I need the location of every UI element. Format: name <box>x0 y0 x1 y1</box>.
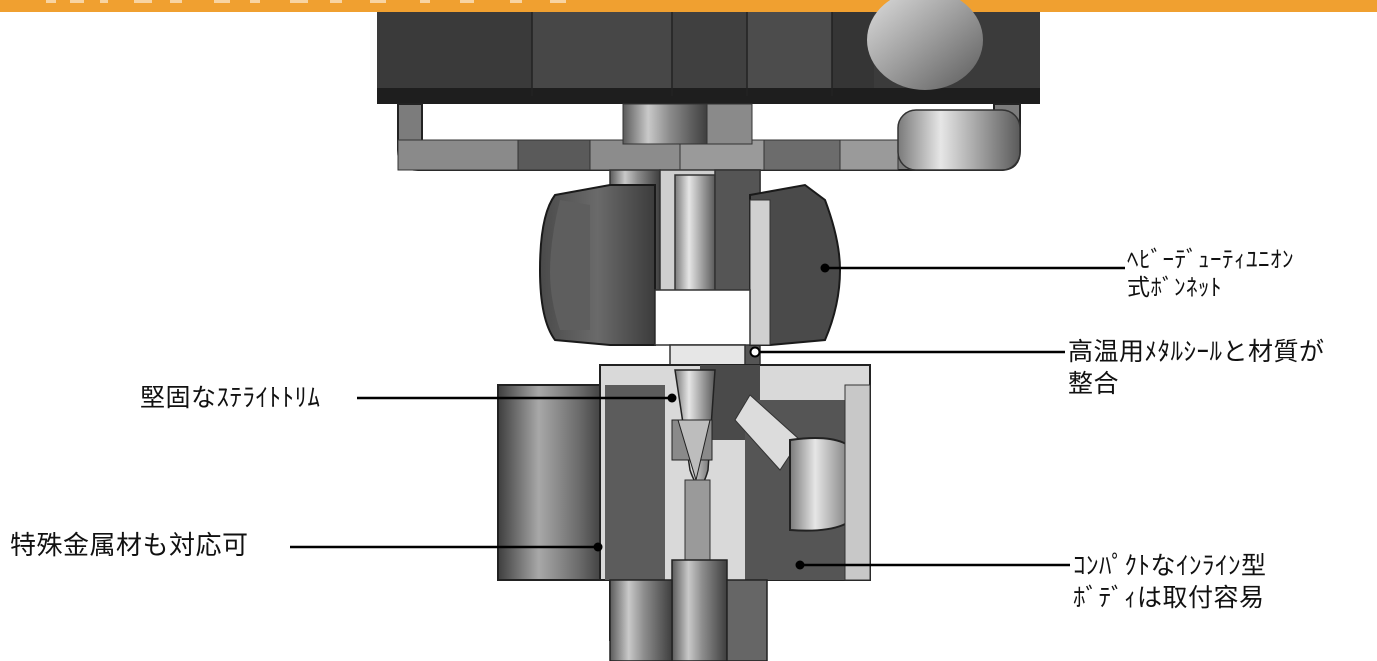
callout-bonnet-line1: ﾍﾋﾞｰﾃﾞｭｰﾃｨﾕﾆｵﾝ <box>1127 247 1294 273</box>
actuator-knob <box>867 0 983 90</box>
callout-bonnet-line2: 式ﾎﾞﾝﾈｯﾄ <box>1127 275 1222 301</box>
callout-metal-seal-line2: 整合 <box>1068 369 1120 398</box>
callout-trim: 堅固なｽﾃﾗｲﾄﾄﾘﾑ <box>140 384 321 412</box>
actuator-housing <box>377 0 1040 104</box>
cut-off-heading-glyphs <box>46 0 566 3</box>
callout-leaders <box>290 263 1125 570</box>
callout-body-line1: ｺﾝﾊﾟｸﾄなｲﾝﾗｲﾝ型 <box>1073 551 1267 580</box>
callout-materials: 特殊金属材も対応可 <box>10 532 249 560</box>
callout-body-line2: ﾎﾞﾃﾞｨは取付容易 <box>1073 583 1265 612</box>
union-bonnet-nut <box>538 183 842 371</box>
callout-metal-seal-line1: 高温用ﾒﾀﾙｼｰﾙと材質が <box>1068 337 1325 366</box>
callout-body: ｺﾝﾊﾟｸﾄなｲﾝﾗｲﾝ型 ﾎﾞﾃﾞｨは取付容易 <box>1073 550 1267 614</box>
mounting-yoke <box>397 103 1021 171</box>
callout-trim-line1: 堅固なｽﾃﾗｲﾄﾄﾘﾑ <box>140 383 321 412</box>
callout-metal-seal: 高温用ﾒﾀﾙｼｰﾙと材質が 整合 <box>1068 336 1325 400</box>
header-banner <box>0 0 1377 12</box>
callout-materials-line1: 特殊金属材も対応可 <box>10 531 249 561</box>
callout-bonnet: ﾍﾋﾞｰﾃﾞｭｰﾃｨﾕﾆｵﾝ 式ﾎﾞﾝﾈｯﾄ <box>1127 246 1294 302</box>
valve-body <box>497 364 871 661</box>
header-banner-fill <box>0 0 1377 12</box>
